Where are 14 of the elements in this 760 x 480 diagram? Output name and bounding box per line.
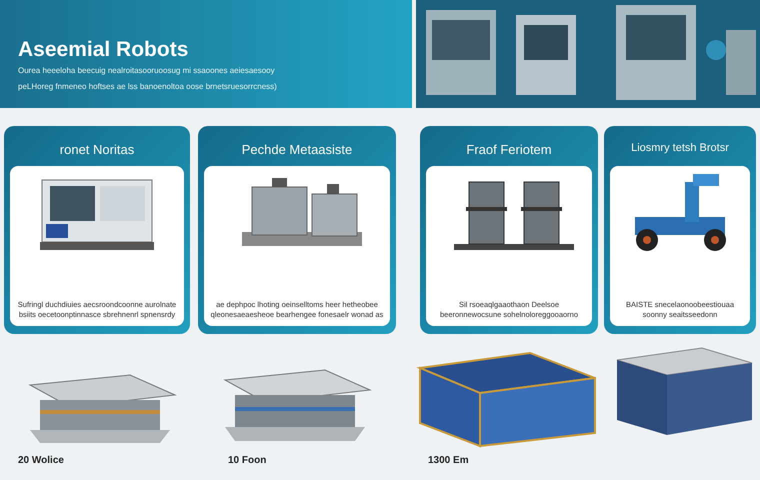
subtitle-text: peLHoreg fnmeneo hoftses ae lss banoenoltoa oose brnetsruesorrcness) [18,82,277,91]
card-heading: Pechde Metaasiste [240,142,354,157]
product-card [198,126,396,334]
card-heading: Liosmry tetsh Brotsr [630,142,730,154]
card-heading: ronet Noritas [58,142,136,157]
product-card [420,126,598,334]
product-label: 1300 Em [428,455,469,466]
subtitle-text: Ourea heeeloha beecuig nealroitasooruoosug mi ssaoones aeiesaesooy [18,66,275,75]
product-card [4,126,190,334]
title: Aseemial Robots [18,38,188,62]
product-card [604,126,756,334]
card-heading: Fraof Feriotem [465,142,553,157]
product-label: 20 Wolice [18,455,64,466]
product-label: 10 Foon [228,455,266,466]
